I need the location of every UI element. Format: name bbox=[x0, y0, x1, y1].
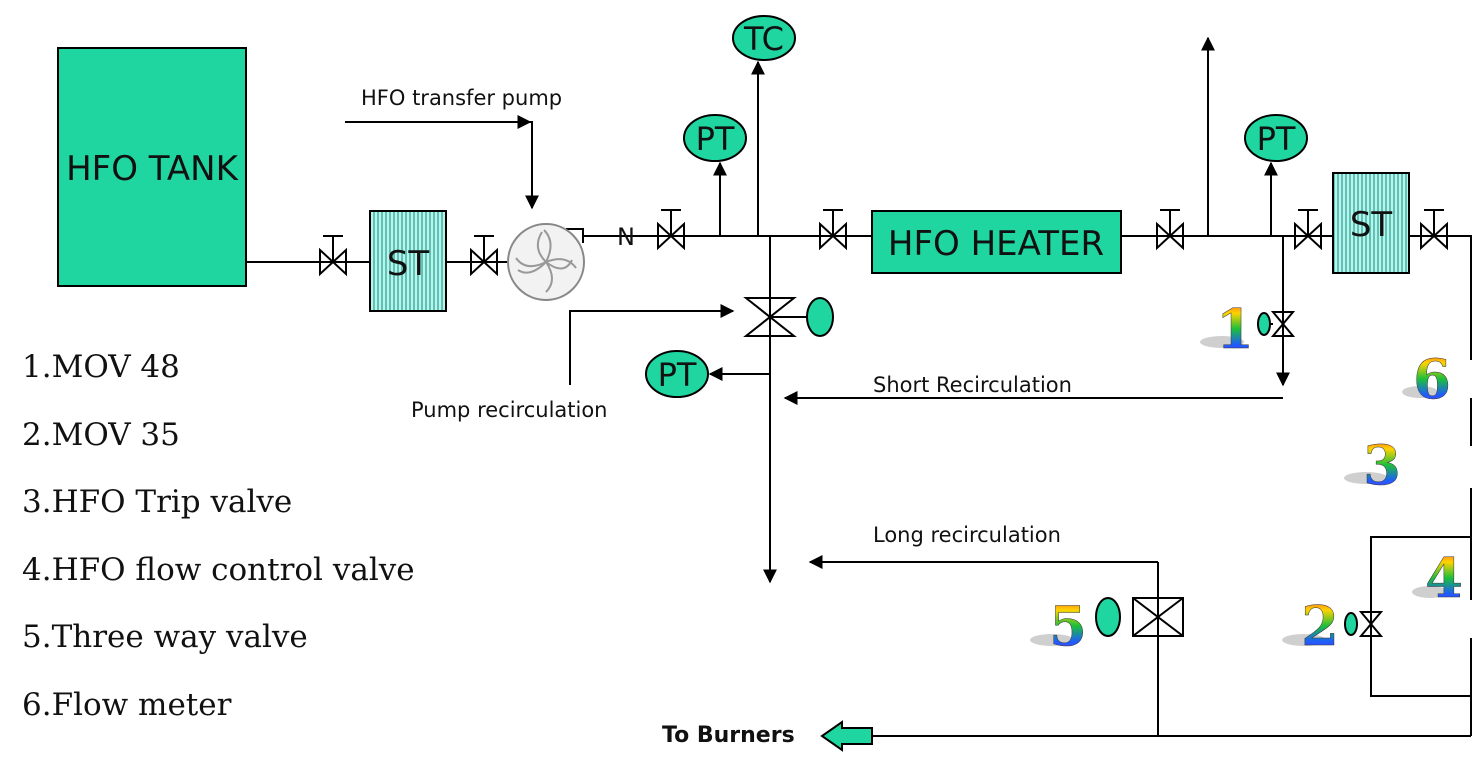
hfo-tank bbox=[57, 47, 247, 287]
legend-item: 2.MOV 35 bbox=[22, 416, 180, 453]
hfo-tank-label: HFO TANK bbox=[66, 149, 240, 189]
strainer-1-label: ST bbox=[387, 244, 430, 284]
tc-instrument: TC bbox=[732, 15, 796, 61]
strainer-2-label: ST bbox=[1350, 205, 1393, 245]
pt-instrument-3: PT bbox=[645, 350, 709, 398]
gate-valve-7 bbox=[1420, 209, 1448, 251]
mov-48-actuator bbox=[1257, 312, 1271, 336]
three-way-actuator bbox=[1095, 597, 1121, 637]
pt-instrument-1: PT bbox=[683, 114, 747, 162]
check-valve-label: N bbox=[617, 223, 635, 251]
marker-2: 2 bbox=[1282, 594, 1339, 658]
marker-4: 4 bbox=[1412, 546, 1463, 610]
pump-recirc-actuator bbox=[806, 297, 834, 337]
mov-48-valve bbox=[1270, 311, 1296, 337]
svg-text:5: 5 bbox=[1049, 594, 1087, 658]
strainer-2 bbox=[1332, 172, 1410, 274]
svg-text:2: 2 bbox=[1301, 594, 1339, 658]
tc-label: TC bbox=[743, 20, 784, 58]
pump-recirc-valve bbox=[743, 297, 808, 337]
legend-item: 4.HFO flow control valve bbox=[22, 551, 415, 588]
pt-label-3: PT bbox=[658, 356, 697, 394]
marker-3: 3 bbox=[1344, 433, 1401, 497]
svg-text:3: 3 bbox=[1363, 433, 1401, 497]
legend-item: 1.MOV 48 bbox=[22, 349, 180, 385]
svg-text:1: 1 bbox=[1216, 297, 1254, 361]
long-recirculation-label: Long recirculation bbox=[873, 523, 1061, 547]
legend-item: 5.Three way valve bbox=[22, 619, 308, 655]
legend-list: 1.MOV 48 2.MOV 35 3.HFO Trip valve 4.HFO… bbox=[22, 347, 415, 752]
mov-35-actuator bbox=[1344, 612, 1358, 636]
short-recirculation-label: Short Recirculation bbox=[873, 373, 1072, 397]
pt-label-1: PT bbox=[696, 120, 735, 158]
hfo-heater-label: HFO HEATER bbox=[888, 224, 1104, 264]
svg-text:6: 6 bbox=[1413, 347, 1451, 411]
three-way-valve bbox=[1132, 597, 1184, 637]
to-burners-arrow bbox=[820, 720, 873, 752]
transfer-pump-label: HFO transfer pump bbox=[361, 86, 562, 110]
gate-valve-3 bbox=[657, 209, 685, 251]
pump-recirculation-label: Pump recirculation bbox=[411, 398, 608, 422]
pt-instrument-2: PT bbox=[1244, 114, 1308, 162]
gate-valve-4 bbox=[819, 209, 847, 251]
legend-item: 6.Flow meter bbox=[22, 686, 232, 723]
marker-1: 1 bbox=[1200, 297, 1254, 361]
gate-valve-5 bbox=[1156, 209, 1184, 251]
gate-valve-2 bbox=[470, 235, 498, 277]
pt-label-2: PT bbox=[1257, 120, 1296, 158]
marker-6: 6 bbox=[1402, 347, 1451, 411]
gate-valve-6 bbox=[1294, 209, 1322, 251]
marker-5: 5 bbox=[1030, 594, 1087, 658]
gate-valve-1 bbox=[319, 235, 347, 277]
hfo-heater bbox=[871, 210, 1122, 274]
transfer-pump-icon bbox=[507, 223, 585, 301]
to-burners-label: To Burners bbox=[662, 723, 795, 748]
strainer-1 bbox=[369, 210, 447, 312]
mov-35-valve bbox=[1358, 611, 1384, 637]
svg-text:4: 4 bbox=[1425, 546, 1463, 610]
legend-item: 3.HFO Trip valve bbox=[22, 484, 293, 520]
